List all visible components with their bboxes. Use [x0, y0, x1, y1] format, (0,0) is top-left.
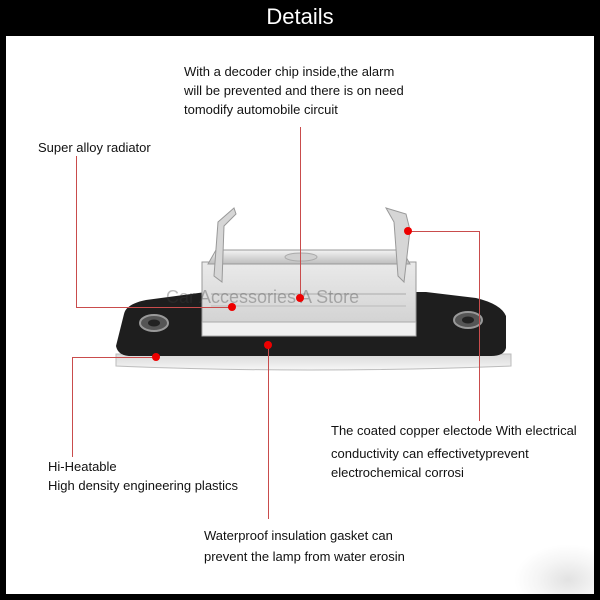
leader-line-gasket	[268, 345, 269, 519]
dot-heatable	[152, 353, 160, 361]
clear-lens-base	[115, 353, 512, 371]
annotation-copper: The coated copper electode With electric…	[331, 423, 577, 480]
header-bar: Details	[0, 0, 600, 36]
annotation-radiator: Super alloy radiator	[38, 140, 151, 155]
leader-line-copper-h	[410, 231, 480, 232]
page-title: Details	[266, 4, 334, 29]
license-plate-lamp-illustration	[115, 207, 512, 371]
leader-line-radiator	[76, 156, 77, 308]
annotation-heatable: Hi-Heatable High density engineering pla…	[48, 459, 239, 493]
left-terminal	[213, 207, 237, 283]
dot-copper	[404, 227, 412, 235]
right-terminal	[384, 207, 411, 284]
product-panel: Car Accessories A Store With a decoder c…	[6, 36, 594, 594]
leader-line-copper	[479, 231, 480, 421]
dot-gasket	[264, 341, 272, 349]
leader-line-heatable-h	[72, 357, 156, 358]
store-watermark: Car Accessories A Store	[166, 287, 360, 307]
leader-line-radiator-h	[76, 307, 232, 308]
leader-line-heatable	[72, 357, 73, 457]
dot-radiator	[228, 303, 236, 311]
leader-line-decoder	[300, 127, 301, 297]
annotation-decoder: With a decoder chip inside,the alarm wil…	[184, 64, 404, 117]
annotation-gasket: Waterproof insulation gasket can prevent…	[204, 528, 405, 564]
corner-gloss	[514, 544, 594, 594]
dot-decoder	[296, 294, 304, 302]
